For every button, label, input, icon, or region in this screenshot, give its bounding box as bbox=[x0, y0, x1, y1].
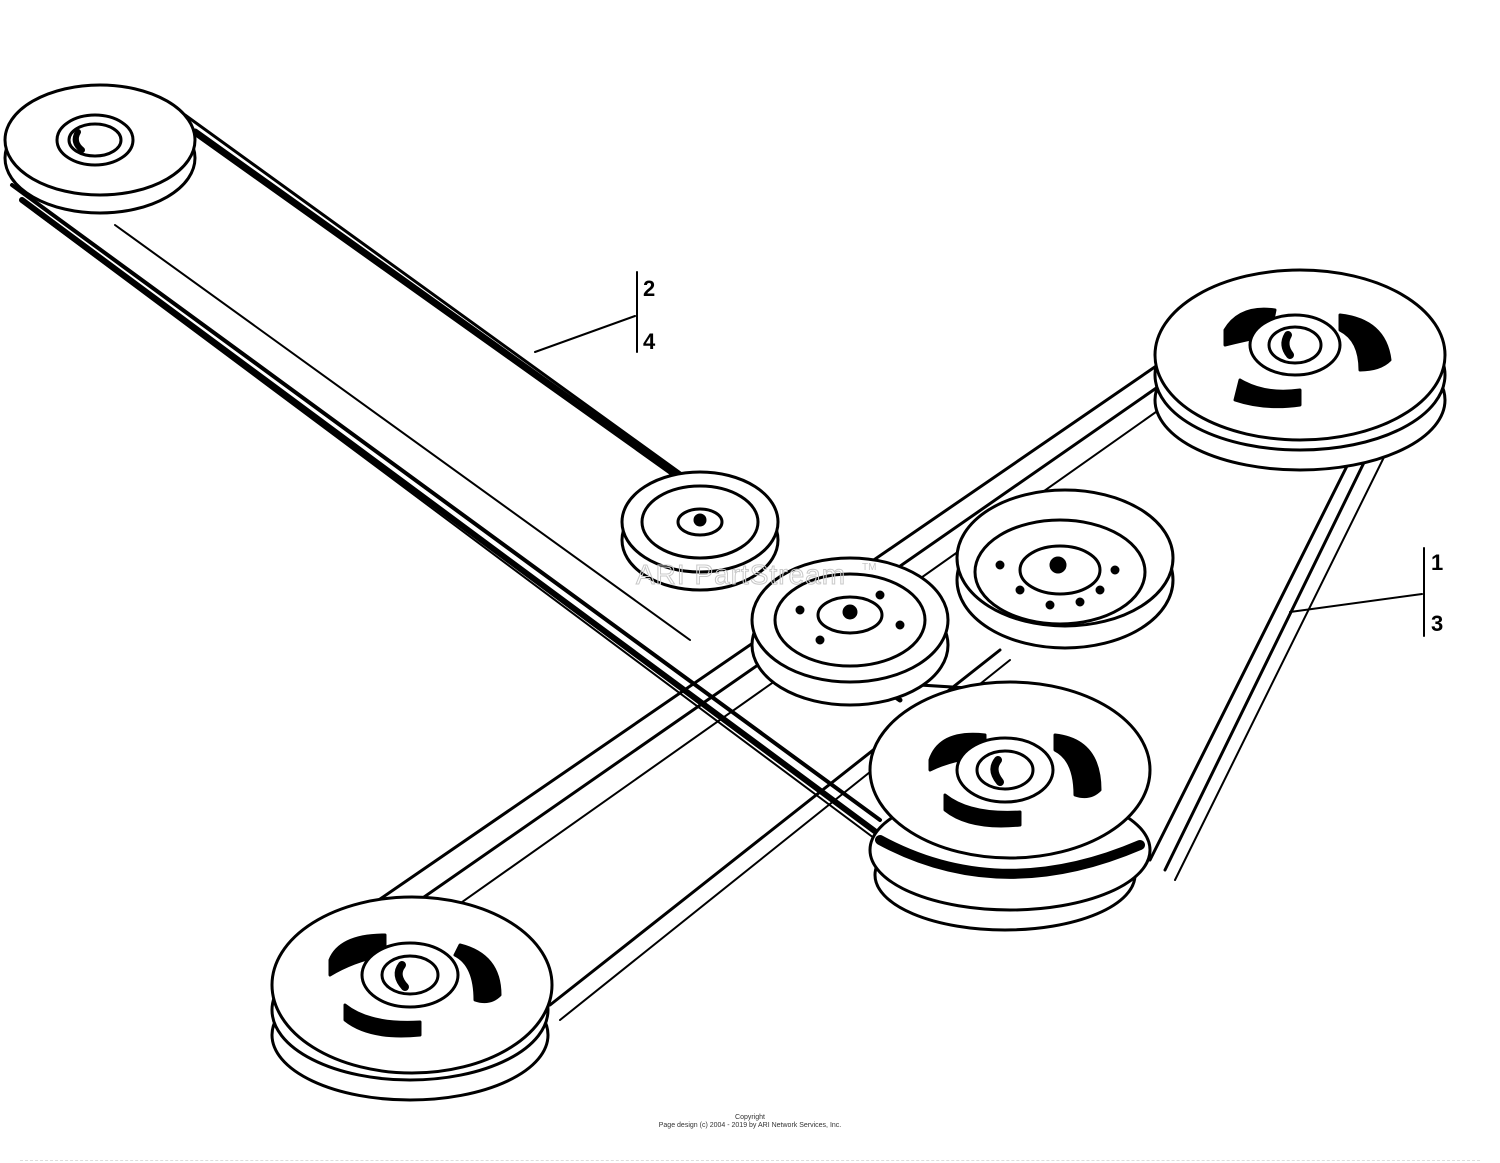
callout-2: 2 bbox=[643, 276, 655, 301]
pulley-lower-left bbox=[270, 895, 554, 1102]
callout-1: 1 bbox=[1431, 550, 1443, 575]
bottom-divider bbox=[20, 1160, 1480, 1161]
belt-upper-left bbox=[10, 113, 891, 851]
callout-3: 3 bbox=[1431, 611, 1443, 636]
watermark: ARI PartStream bbox=[636, 559, 846, 590]
idler-pulley-right-center bbox=[955, 488, 1175, 650]
copyright-label: Copyright bbox=[735, 1114, 765, 1121]
copyright-notice: Page design (c) 2004 - 2019 by ARI Netwo… bbox=[658, 1122, 842, 1129]
callout-leaders bbox=[534, 271, 1425, 637]
pulley-top-right bbox=[1153, 268, 1447, 472]
idler-pulley-center bbox=[750, 556, 950, 707]
pulley-upper-left bbox=[3, 83, 197, 215]
callout-4: 4 bbox=[643, 329, 656, 354]
watermark-trademark: TM bbox=[862, 562, 876, 573]
pulley-lower-middle bbox=[868, 680, 1152, 932]
idler-pulley-upper-middle bbox=[620, 470, 780, 592]
